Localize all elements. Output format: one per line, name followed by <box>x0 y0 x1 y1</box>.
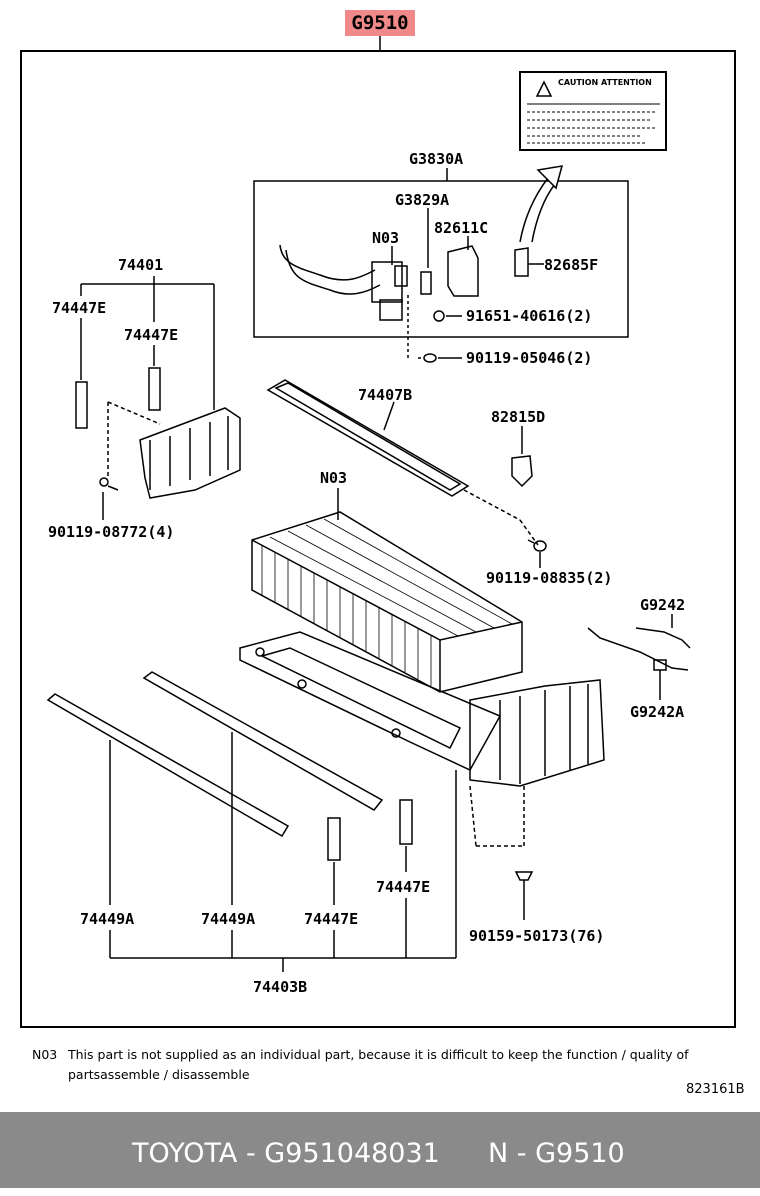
label-74447e-c[interactable]: 74447E <box>376 878 431 896</box>
label-74401[interactable]: 74401 <box>118 256 164 274</box>
diagram-frame <box>20 50 736 1028</box>
note-code: N03 <box>32 1047 58 1062</box>
label-74447e-a[interactable]: 74447E <box>52 299 107 317</box>
label-g3829a[interactable]: G3829A <box>395 191 450 209</box>
label-82611c[interactable]: 82611C <box>434 219 489 237</box>
label-74447e-b[interactable]: 74447E <box>124 326 179 344</box>
note-line-2: partsassemble / disassemble <box>68 1067 250 1082</box>
label-74407b[interactable]: 74407B <box>358 386 413 404</box>
section-code-tag: G9510 <box>345 10 415 36</box>
label-n03-top[interactable]: N03 <box>372 229 400 247</box>
label-74403b[interactable]: 74403B <box>253 978 308 996</box>
label-74447e-d[interactable]: 74447E <box>304 910 359 928</box>
label-90119-05046[interactable]: 90119-05046(2) <box>466 349 593 367</box>
note-line-1: This part is not supplied as an individu… <box>68 1047 689 1062</box>
caution-label-heading: CAUTION ATTENTION <box>558 78 652 87</box>
label-91651-40616[interactable]: 91651-40616(2) <box>466 307 593 325</box>
label-74449a-a[interactable]: 74449A <box>80 910 135 928</box>
label-90159-50173[interactable]: 90159-50173(76) <box>469 927 605 945</box>
label-n03-mid[interactable]: N03 <box>320 469 348 487</box>
label-90119-08772[interactable]: 90119-08772(4) <box>48 523 175 541</box>
label-74449a-b[interactable]: 74449A <box>201 910 256 928</box>
label-90119-08835[interactable]: 90119-08835(2) <box>486 569 613 587</box>
footer-section: N - G9510 <box>488 1138 625 1169</box>
footer-bar <box>0 1112 760 1188</box>
label-g9242a[interactable]: G9242A <box>630 703 685 721</box>
footer-part-number: TOYOTA - G951048031 <box>132 1138 440 1169</box>
label-g3830a[interactable]: G3830A <box>409 150 464 168</box>
label-82685f[interactable]: 82685F <box>544 256 599 274</box>
diagram-reference: 823161B <box>686 1082 745 1097</box>
label-82815d[interactable]: 82815D <box>491 408 546 426</box>
label-g9242[interactable]: G9242 <box>640 596 686 614</box>
